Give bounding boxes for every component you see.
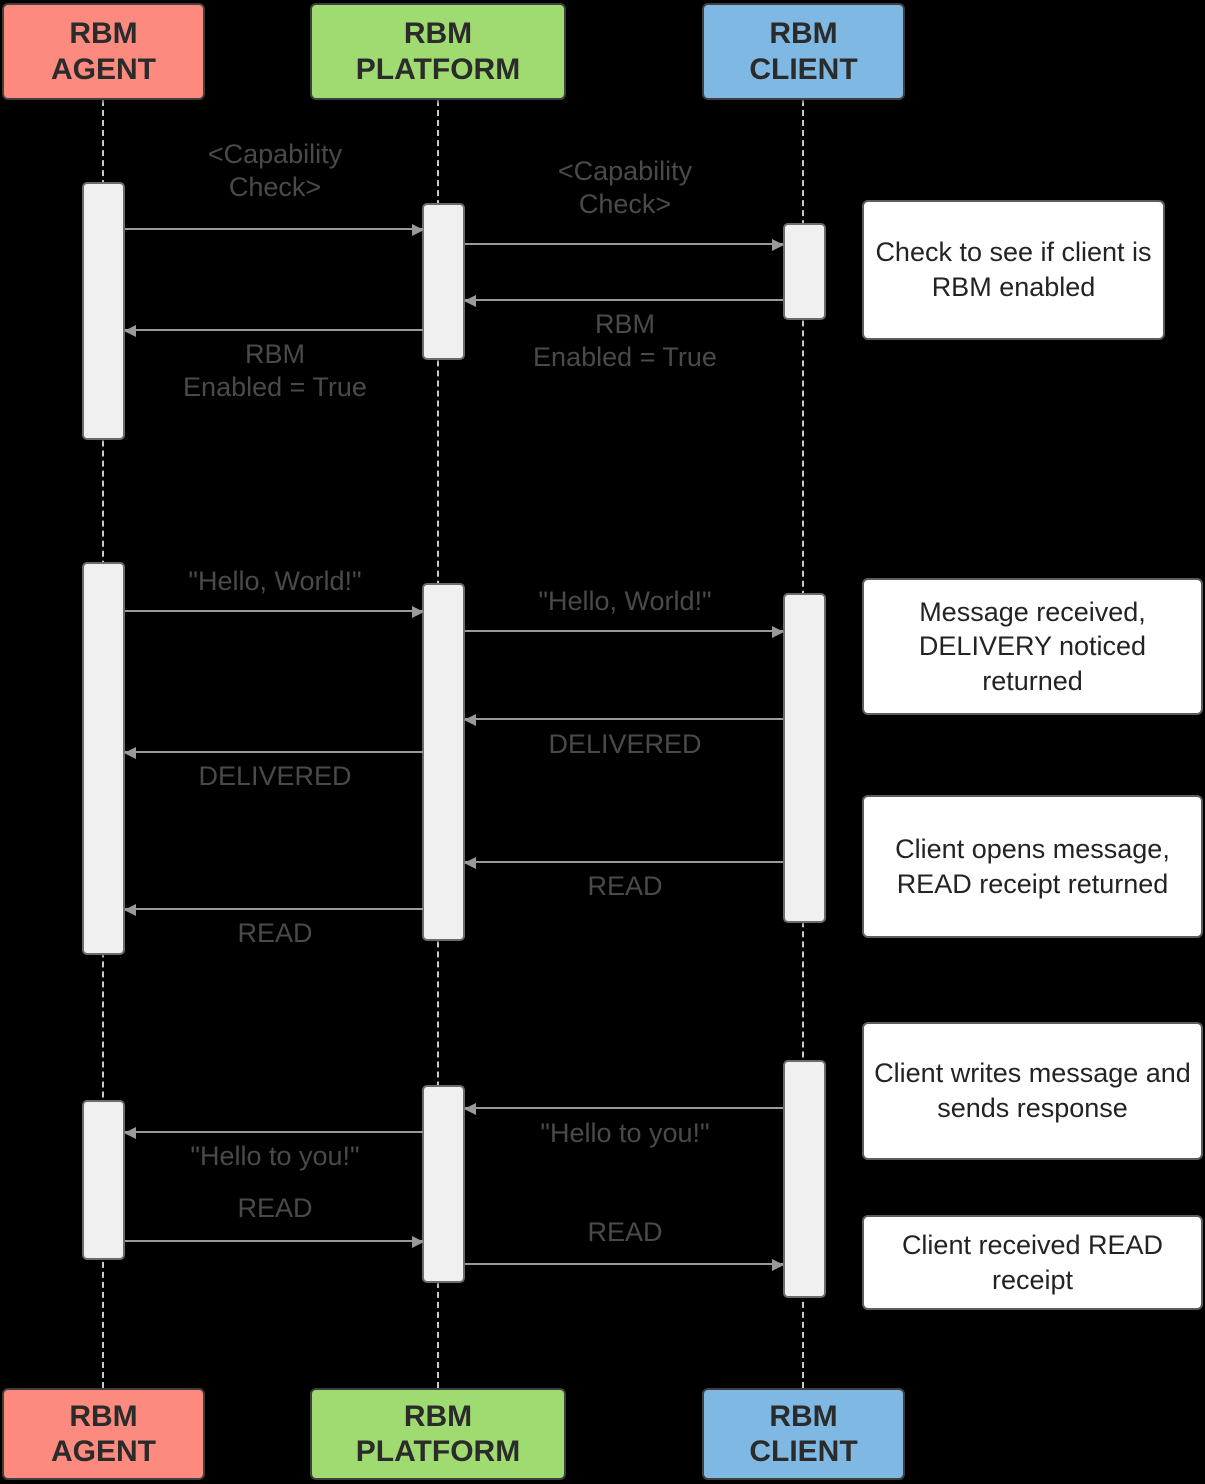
msg-hello-to-you-client-to-platform bbox=[464, 1103, 783, 1115]
arrow-head-icon bbox=[412, 224, 424, 236]
client-activation-3 bbox=[783, 1060, 826, 1298]
arrow-head-icon bbox=[124, 1127, 136, 1139]
msg-hello-to-you-platform-to-agent bbox=[124, 1127, 423, 1139]
msg-read-agent-to-platform bbox=[125, 1236, 424, 1248]
agent-activation-1 bbox=[82, 182, 125, 440]
platform-activation-2 bbox=[422, 583, 465, 941]
actor-label-line1: RBM bbox=[769, 17, 838, 51]
actor-label-line2: AGENT bbox=[51, 1435, 156, 1468]
msg-rbm-enabled-client-to-platform bbox=[464, 295, 783, 307]
arrow-head-icon bbox=[412, 1236, 424, 1248]
actor-label-line1: RBM bbox=[403, 1399, 473, 1433]
msg-delivered-client-to-platform-label: DELIVERED bbox=[548, 729, 702, 759]
msg-read-platform-to-client-label: READ bbox=[587, 1217, 663, 1247]
arrow-head-icon bbox=[772, 1259, 784, 1271]
actor-label-line1: RBM bbox=[69, 17, 138, 51]
msg-read-platform-to-agent bbox=[124, 904, 423, 916]
msg-capability-check-agent-to-platform bbox=[125, 224, 424, 236]
arrow-head-icon bbox=[124, 325, 136, 337]
msg-rbm-enabled-platform-to-agent bbox=[124, 325, 423, 337]
arrow-head-icon bbox=[412, 606, 424, 618]
arrow-head-icon bbox=[464, 1103, 476, 1115]
msg-read-platform-to-client bbox=[465, 1259, 784, 1271]
client-activation-1 bbox=[783, 223, 826, 320]
platform-activation-1 bbox=[422, 203, 465, 360]
actor-label-line2: CLIENT bbox=[749, 52, 858, 86]
arrow-head-icon bbox=[772, 239, 784, 251]
actor-label-line1: RBM bbox=[69, 1399, 138, 1433]
msg-delivered-client-to-platform bbox=[464, 714, 783, 726]
note-message-received: Message received, DELIVERY noticed retur… bbox=[862, 578, 1203, 715]
arrow-head-icon bbox=[464, 857, 476, 869]
client-activation-2 bbox=[783, 593, 826, 923]
msg-read-platform-to-agent-label: READ bbox=[237, 918, 313, 948]
msg-delivered-platform-to-agent-label: DELIVERED bbox=[198, 761, 352, 791]
msg-capability-check-platform-to-client bbox=[465, 239, 784, 251]
arrow-head-icon bbox=[772, 626, 784, 638]
msg-read-agent-to-platform-label: READ bbox=[237, 1193, 313, 1223]
actor-label-line2: CLIENT bbox=[749, 1435, 858, 1468]
msg-hello-world-platform-to-client-label: "Hello, World!" bbox=[538, 586, 712, 616]
agent-activation-3 bbox=[82, 1100, 125, 1260]
msg-read-client-to-platform-label: READ bbox=[587, 871, 663, 901]
note-client-opens-text: Client opens message, READ receipt retur… bbox=[895, 833, 1170, 899]
actor-label-line1: RBM bbox=[769, 1399, 838, 1433]
actor-label-line2: AGENT bbox=[51, 52, 156, 86]
msg-hello-world-agent-to-platform bbox=[125, 606, 424, 618]
arrow-head-icon bbox=[124, 747, 136, 759]
msg-hello-to-you-client-to-platform-label: "Hello to you!" bbox=[540, 1118, 710, 1148]
arrow-head-icon bbox=[464, 714, 476, 726]
agent-activation-2 bbox=[82, 562, 125, 955]
msg-hello-to-you-platform-to-agent-label: "Hello to you!" bbox=[190, 1141, 360, 1171]
actor-label-line2: PLATFORM bbox=[355, 1435, 521, 1468]
arrow-head-icon bbox=[464, 295, 476, 307]
arrow-head-icon bbox=[124, 904, 136, 916]
platform-activation-3 bbox=[422, 1085, 465, 1283]
msg-delivered-platform-to-agent bbox=[124, 747, 423, 759]
msg-read-client-to-platform bbox=[464, 857, 783, 869]
msg-hello-world-platform-to-client bbox=[465, 626, 784, 638]
note-client-received: Client received READ receipt bbox=[862, 1215, 1203, 1310]
note-capability-check-text: Check to see if client is RBM enabled bbox=[875, 237, 1152, 302]
actor-label-line1: RBM bbox=[403, 17, 473, 51]
note-message-received-text: Message received, DELIVERY noticed retur… bbox=[918, 596, 1147, 696]
note-client-received-text: Client received READ receipt bbox=[901, 1229, 1164, 1295]
note-capability-check: Check to see if client is RBM enabled bbox=[862, 200, 1165, 340]
note-client-writes-text: Client writes message and sends response bbox=[874, 1058, 1191, 1123]
note-client-writes: Client writes message and sends response bbox=[862, 1022, 1203, 1160]
msg-hello-world-agent-to-platform-label: "Hello, World!" bbox=[188, 566, 362, 596]
note-client-opens: Client opens message, READ receipt retur… bbox=[862, 795, 1203, 938]
actor-label-line2: PLATFORM bbox=[355, 52, 521, 86]
